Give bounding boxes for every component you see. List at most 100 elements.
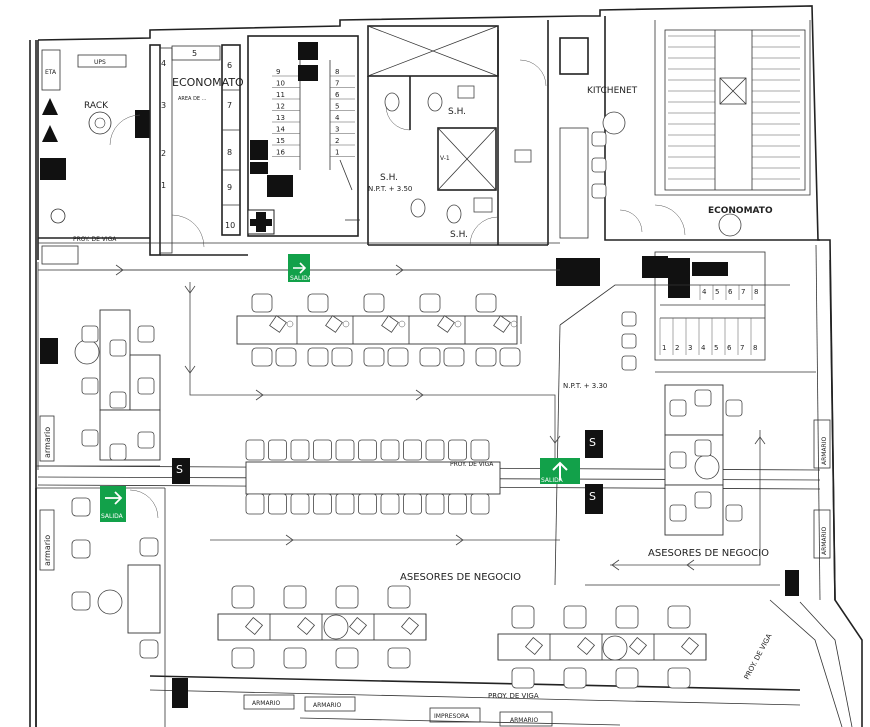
s-letter-top: S [589, 436, 596, 449]
salida-text-left: SALIDA [101, 513, 124, 520]
workstation-chair [244, 616, 264, 636]
office-chair [137, 377, 155, 395]
armario-left-label-1: armario [43, 427, 52, 458]
office-chair [137, 325, 155, 343]
v1-label: V-1 [440, 155, 450, 162]
office-chair [109, 339, 127, 357]
workstation-chair [628, 636, 648, 656]
office-chair [331, 347, 353, 367]
office-chair [669, 399, 687, 417]
office-chair [283, 585, 307, 609]
east-stair-number: 5 [714, 344, 718, 352]
bottom-panel-icon [172, 678, 188, 708]
fire-exit-icon [250, 140, 268, 160]
sink-icon-3 [514, 149, 532, 163]
stair-step-number: 4 [335, 114, 340, 122]
bottom-plant-icon-1 [323, 614, 349, 640]
office-chair [475, 293, 497, 313]
conference-chair [335, 493, 355, 515]
open-office-top: SALIDA [236, 254, 522, 367]
flow-arrow [415, 389, 424, 401]
workstation-chair [296, 616, 316, 636]
economato-right-label: ECONOMATO [708, 206, 773, 216]
stair-s-sign-top [585, 430, 603, 458]
office-chair [307, 293, 329, 313]
conference-chair [358, 493, 377, 515]
cabinet-number-7: 7 [227, 101, 232, 110]
right-box-label-1: ARMARIO [821, 437, 828, 465]
east-stair-number: 7 [740, 344, 744, 352]
asesores-label-right: ASESORES DE NEGOCIO [648, 548, 769, 559]
office-chair [137, 431, 155, 449]
stair-step-number: 8 [335, 68, 339, 76]
workstation-chair [524, 636, 544, 656]
cabinet-number-9: 9 [227, 183, 232, 192]
bottom-left-room: SALIDA armario [39, 486, 161, 659]
office-chair [387, 647, 411, 669]
flow-arrow [754, 436, 766, 445]
office-chair [511, 667, 535, 689]
east-stair-number: 1 [662, 344, 666, 352]
office-chair [387, 347, 409, 367]
cabinet-number-3: 3 [161, 101, 166, 110]
office-chair [363, 293, 385, 313]
workstation-chair [348, 616, 368, 636]
office-chair [563, 605, 587, 629]
office-chair [109, 443, 127, 461]
workstation-chair [325, 315, 343, 333]
conference-chair [358, 439, 377, 461]
toilet-icon-3 [410, 198, 426, 218]
sh-label-3: S.H. [450, 230, 468, 240]
stair-step-number: 12 [276, 103, 285, 111]
office-chair [275, 347, 297, 367]
office-chair [694, 389, 712, 407]
npt-330-label: N.P.T. + 3.30 [563, 382, 607, 390]
sh-label-2: S.H. [380, 173, 398, 183]
workstation-chair [576, 636, 596, 656]
office-chair [669, 504, 687, 522]
armario-bottom-label-1: ARMARIO [252, 700, 280, 707]
stair-sign-icon [298, 65, 318, 81]
office-chair [81, 325, 99, 343]
conference-chair [313, 493, 332, 515]
office-chair [615, 605, 639, 629]
office-chair [335, 647, 359, 669]
stair-step-number: 5 [335, 103, 339, 111]
flow-arrow [255, 389, 264, 401]
flow-arrow [611, 559, 620, 571]
office-chair [81, 377, 99, 395]
east-stair-number: 4 [702, 288, 707, 296]
armario-bottom-label-3: ARMARIO [510, 717, 538, 724]
office-chair [475, 347, 497, 367]
office-chair [251, 347, 273, 367]
flow-arrow [686, 559, 695, 571]
warning-icon [42, 98, 58, 115]
workstation-chair [680, 636, 700, 656]
conference-chair [448, 439, 467, 461]
right-plant-icon [694, 454, 720, 480]
conference-chair [380, 493, 400, 515]
ups-label: UPS [94, 59, 106, 66]
stair-step-number: 11 [276, 91, 285, 99]
flow-arrow [549, 435, 561, 444]
office-chair [251, 293, 273, 313]
conference-chair [425, 439, 445, 461]
office-chair [669, 451, 687, 469]
rack-fan-icon [88, 111, 112, 135]
workstation-chair [381, 315, 399, 333]
conference-chair [448, 493, 467, 515]
s-letter-bottom: S [589, 490, 596, 503]
rack-label: RACK [84, 101, 109, 111]
economato-top-label: ECONOMATO [172, 76, 244, 89]
stair-step-number: 14 [276, 126, 285, 134]
east-stair-number: 6 [728, 288, 733, 296]
east-stair-number: 3 [688, 344, 692, 352]
conference-chair [470, 439, 490, 461]
conference-chair [245, 493, 265, 515]
office-chair [231, 647, 255, 669]
sh-label-1: S.H. [448, 107, 466, 117]
fire-extinguisher-icon [267, 175, 293, 197]
flow-arrow [184, 285, 196, 294]
